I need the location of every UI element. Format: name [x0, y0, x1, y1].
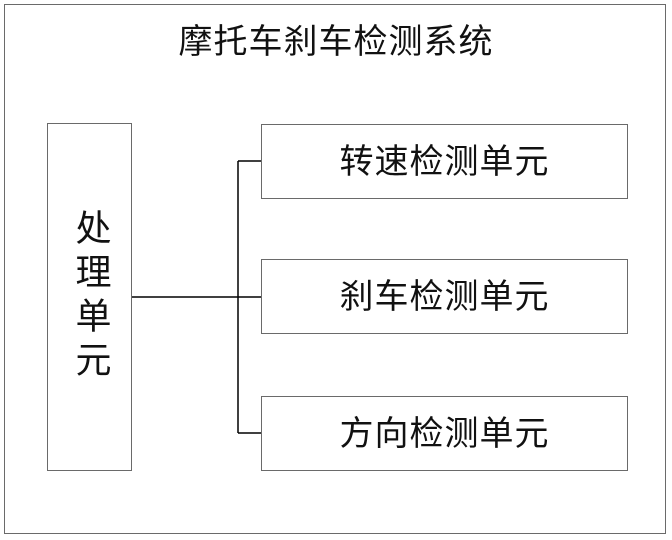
brake-detection-unit-box: 刹车检测单元: [261, 259, 628, 334]
brake-detection-unit-label: 刹车检测单元: [340, 277, 550, 317]
speed-detection-unit-label: 转速检测单元: [340, 142, 550, 182]
direction-detection-unit-label: 方向检测单元: [340, 414, 550, 454]
direction-detection-unit-box: 方向检测单元: [261, 396, 628, 471]
speed-detection-unit-box: 转速检测单元: [261, 124, 628, 199]
